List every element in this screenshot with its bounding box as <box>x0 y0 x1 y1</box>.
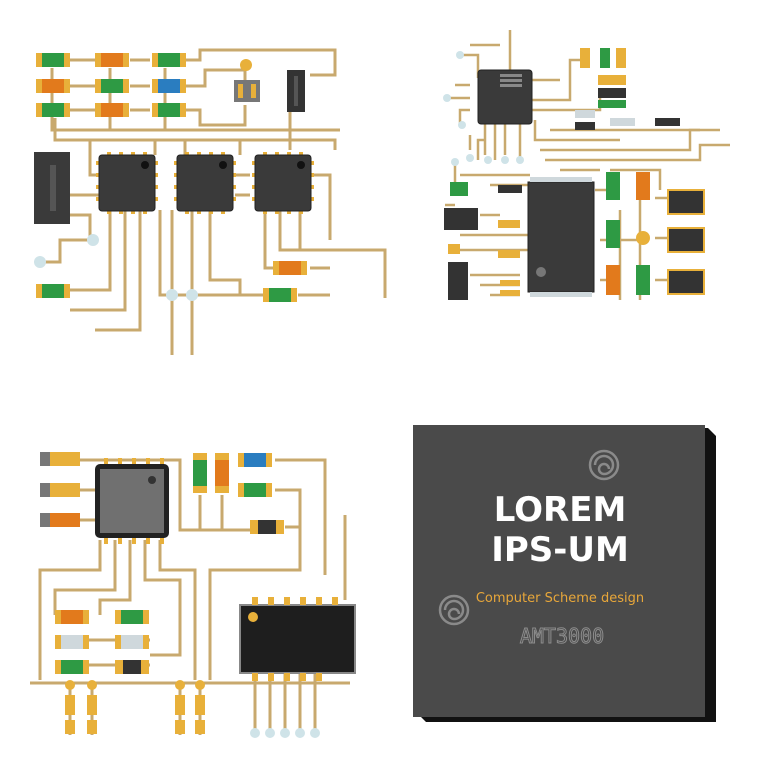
chip-subtitle: Computer Scheme design <box>476 591 644 606</box>
circuit-board-top-right <box>443 30 730 300</box>
chip-title-line-1: LOREM <box>494 490 627 530</box>
chip-title-line-2: IPS-UM <box>491 530 629 570</box>
circuit-board-bottom-left <box>30 452 356 738</box>
chip-code: AMT3000 <box>520 624 604 648</box>
big-chip: LOREM IPS-UM Computer Scheme design AMT3… <box>413 425 716 722</box>
circuit-board-top-left <box>34 48 387 355</box>
spiral-watermark-icon <box>438 449 620 626</box>
